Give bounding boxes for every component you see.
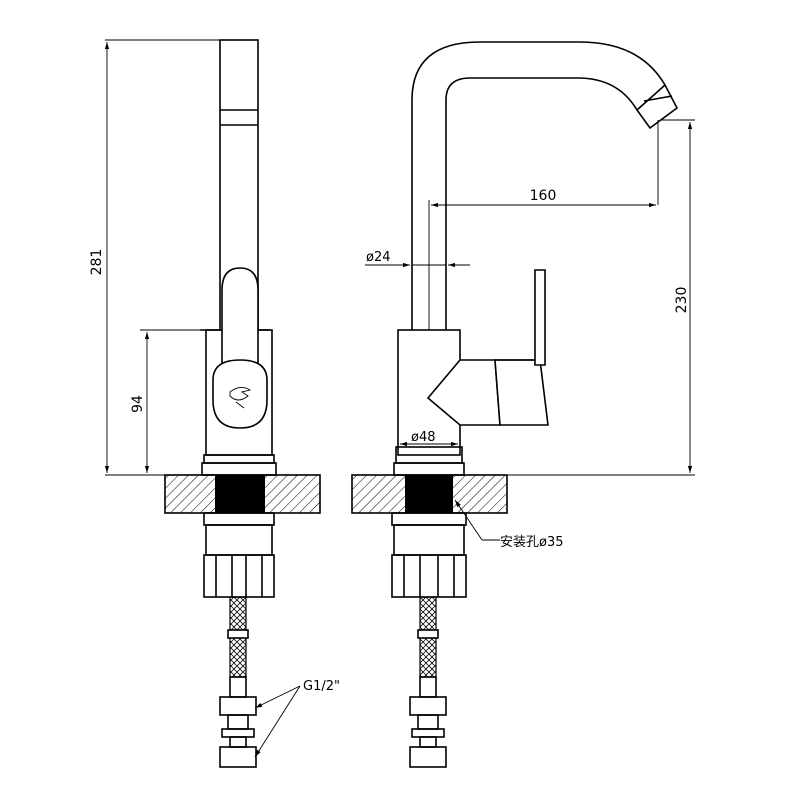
front-view bbox=[164, 39, 321, 768]
front-fitting-1 bbox=[219, 696, 257, 716]
logo-icon bbox=[229, 387, 252, 409]
front-mounting-shank bbox=[215, 475, 265, 513]
thread-callout: G1/2" bbox=[254, 679, 340, 758]
side-view bbox=[351, 41, 679, 768]
front-fitting-2 bbox=[219, 746, 257, 768]
side-fitting-2 bbox=[409, 746, 447, 768]
dim-230: 230 bbox=[674, 287, 690, 314]
side-mounting-shank bbox=[405, 475, 453, 513]
thread-label: G1/2" bbox=[303, 679, 340, 694]
left-dimensions: 281 94 bbox=[89, 39, 220, 476]
install-hole-label: 安装孔ø35 bbox=[500, 535, 564, 550]
front-handle-lever bbox=[221, 267, 259, 366]
dim-160: 160 bbox=[530, 188, 557, 204]
side-lock-nut bbox=[391, 554, 467, 598]
front-handle-cap bbox=[212, 359, 268, 429]
dim-diameter-48: ø48 bbox=[411, 430, 436, 445]
front-lock-nut bbox=[203, 554, 275, 598]
side-spout-outer bbox=[411, 41, 666, 330]
dim-94: 94 bbox=[130, 395, 146, 413]
dim-281: 281 bbox=[89, 249, 105, 276]
right-dimensions: 160 230 ø24 ø48 安装孔ø35 bbox=[365, 119, 695, 550]
side-aerator bbox=[635, 83, 679, 130]
dim-diameter-24: ø24 bbox=[366, 250, 391, 265]
side-fitting-1 bbox=[409, 696, 447, 716]
side-handle-lever bbox=[534, 269, 546, 366]
